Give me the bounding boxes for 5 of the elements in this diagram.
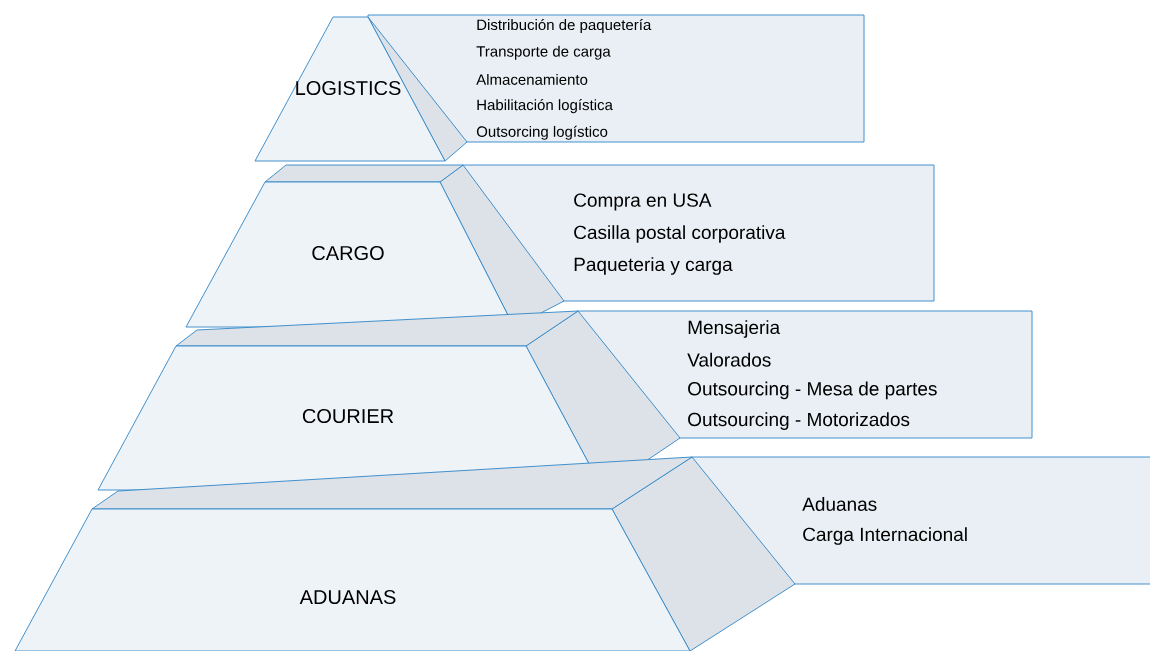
pyramid-tier: ADUANAS bbox=[14, 456, 796, 651]
pyramid-tier: COURIER bbox=[97, 310, 681, 491]
pyramid-tier: CARGO bbox=[185, 164, 565, 328]
pyramid-tier: LOGISTICS bbox=[254, 16, 468, 162]
node-label: ADUANAS bbox=[299, 589, 396, 605]
